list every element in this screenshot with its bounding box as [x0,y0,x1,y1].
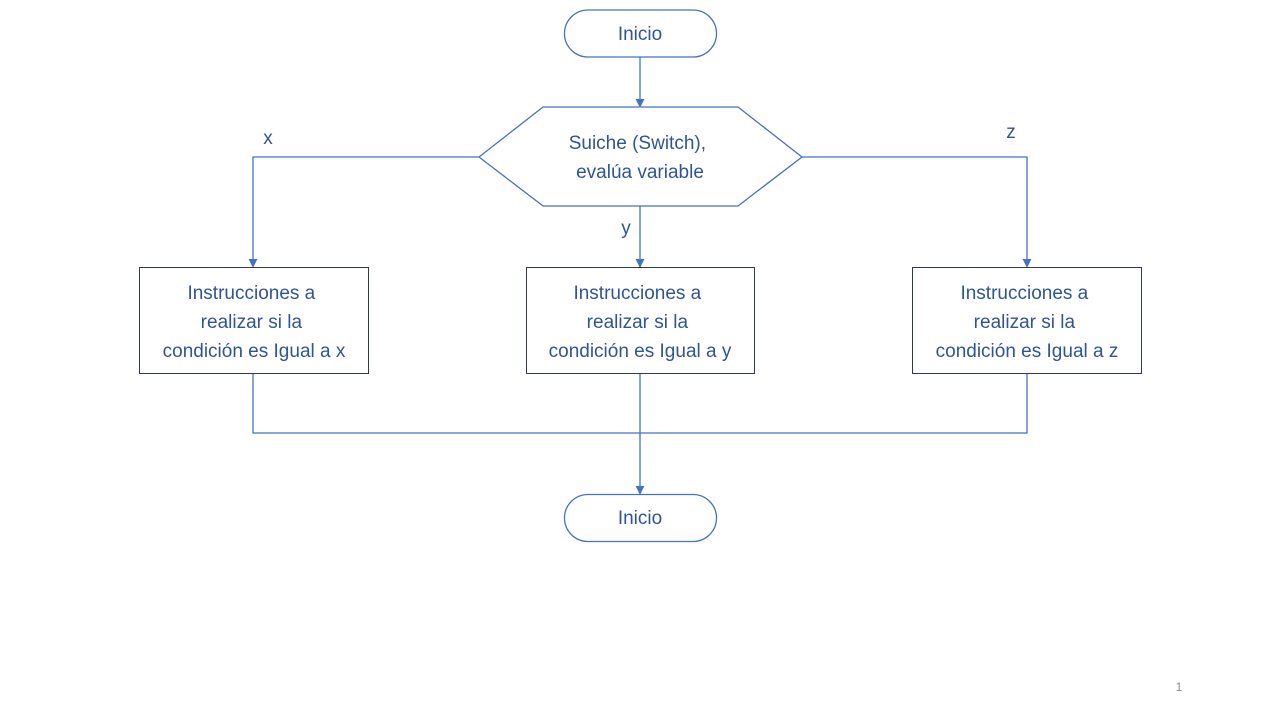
branch-label-x: x [263,128,273,149]
svg-text:Inicio: Inicio [618,508,662,529]
start-terminator-label: Inicio [618,24,662,45]
case-z-label-line-3: condición es Igual a z [936,341,1119,362]
case-y-process: Instrucciones a realizar si la condición… [526,267,755,374]
connectors [248,57,1032,495]
connector-switch-to-case-z [802,156,1032,268]
branch-label-y: y [621,218,631,239]
connector-case-z-to-merge [640,373,1028,434]
switch-decision-shape [477,106,804,207]
start-terminator: Inicio [563,9,718,58]
end-terminator-label: Inicio [618,508,662,529]
branch-label-z: z [1006,122,1016,143]
switch-label-line-2: evalúa variable [576,162,704,183]
svg-text:Instrucciones a realizar: Instrucciones a realizar si la condición… [549,283,732,362]
case-x-process-shape [139,267,369,374]
switch-label-line-1: Suiche (Switch), [569,133,706,154]
end-terminator-shape [563,493,718,543]
connector-case-x-to-merge [252,373,640,434]
case-y-process-shape [526,267,755,374]
svg-text:Inicio: Inicio [618,24,662,45]
case-y-label-line-2: realizar si la [587,312,689,333]
case-y-label-line-1: Instrucciones a [573,283,701,304]
svg-text:Instrucciones a realizar: Instrucciones a realizar si la condición… [163,283,346,362]
case-z-process-shape [912,267,1142,374]
svg-text:Instrucciones a realizar: Instrucciones a realizar si la condición… [936,283,1119,362]
case-z-label-line-1: Instrucciones a [960,283,1088,304]
switch-decision: Suiche (Switch), evalúa variable [477,106,804,207]
end-terminator: Inicio [563,493,718,543]
start-terminator-shape [563,9,718,58]
case-y-label-line-3: condición es Igual a y [549,341,732,362]
svg-text:Suiche (Switch), evalúa: Suiche (Switch), evalúa variable [569,133,712,183]
case-z-process: Instrucciones a realizar si la condición… [912,267,1142,374]
case-x-label-line-1: Instrucciones a [187,283,315,304]
case-x-process: Instrucciones a realizar si la condición… [139,267,369,374]
connector-switch-to-case-x [248,156,479,268]
case-x-label-line-3: condición es Igual a x [163,341,346,362]
case-x-label-line-2: realizar si la [201,312,303,333]
case-z-label-line-2: realizar si la [974,312,1076,333]
slide-number: 1 [1176,680,1183,694]
